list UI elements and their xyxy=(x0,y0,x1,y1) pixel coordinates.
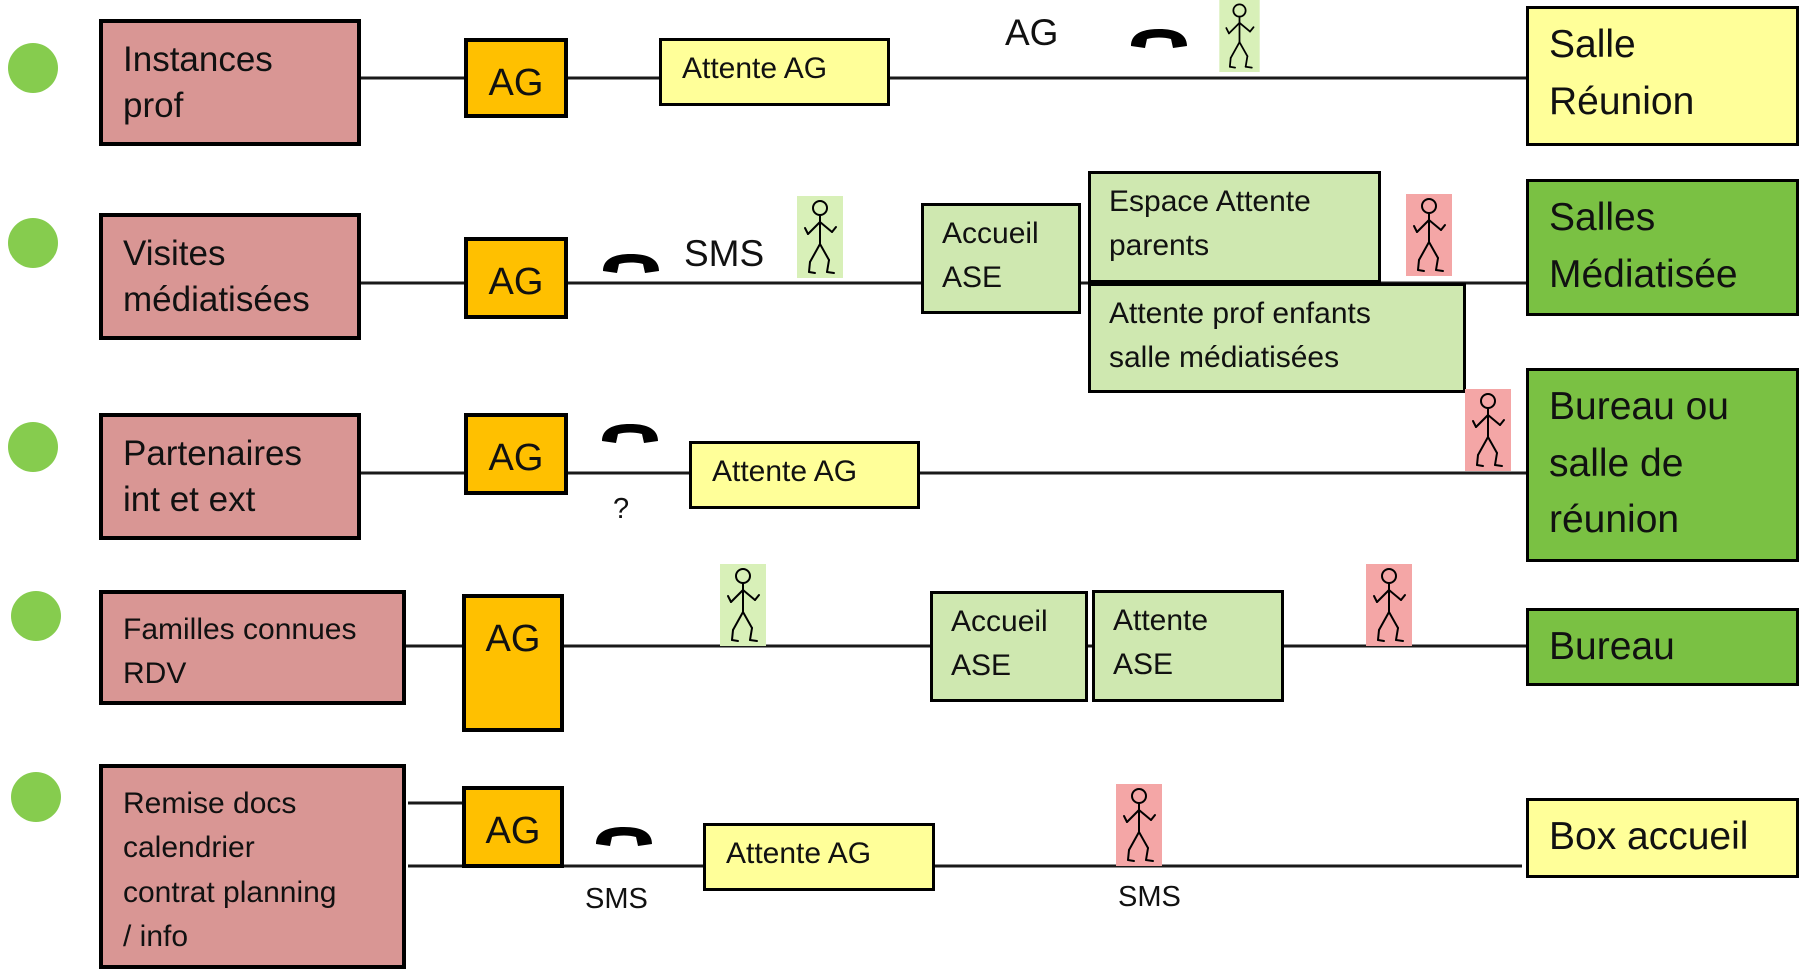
category-visites-mediatisees: Visites médiatisées xyxy=(99,213,361,340)
attente-prof-enfants: Attente prof enfants salle médiatisées xyxy=(1088,283,1466,393)
accueil-ase-row2: Accueil ASE xyxy=(921,203,1081,314)
phone-icon xyxy=(1131,29,1187,48)
wait-box-row5: Attente AG xyxy=(703,823,935,891)
person-icon-red xyxy=(1366,564,1412,646)
person-icon-green xyxy=(720,564,766,646)
attente-ase-row4: Attente ASE xyxy=(1092,590,1284,702)
category-instances-prof: Instances prof xyxy=(99,19,361,146)
phone-icon xyxy=(603,254,659,273)
bullet-dot-1 xyxy=(8,43,58,93)
row2-sms-label: SMS xyxy=(684,233,765,274)
destination-salles-mediatisee: Salles Médiatisée xyxy=(1526,179,1799,316)
row3-question-mark: ? xyxy=(613,493,630,525)
category-partenaires: Partenaires int et ext xyxy=(99,413,361,540)
ag-box-1: AG xyxy=(464,38,568,118)
accueil-ase-row4: Accueil ASE xyxy=(930,591,1088,702)
category-familles-connues: Familles connues RDV xyxy=(99,590,406,705)
ag-box-4: AG xyxy=(462,594,564,732)
person-icon-green xyxy=(797,196,843,278)
row1-ag-label: AG xyxy=(1005,12,1059,53)
person-icon-red xyxy=(1116,784,1162,866)
wait-box-row3: Attente AG xyxy=(689,441,920,509)
phone-icon xyxy=(602,424,658,443)
phone-icon xyxy=(596,827,652,846)
destination-box-accueil: Box accueil xyxy=(1526,798,1799,878)
bullet-dot-4 xyxy=(11,591,61,641)
bullet-dot-2 xyxy=(8,218,58,268)
ag-box-2: AG xyxy=(464,237,568,319)
bullet-dot-5 xyxy=(11,772,61,822)
espace-attente-parents: Espace Attente parents xyxy=(1088,171,1381,283)
ag-box-5: AG xyxy=(462,786,564,868)
category-remise-docs: Remise docs calendrier contrat planning … xyxy=(99,764,406,969)
row5-sms-right: SMS xyxy=(1118,881,1181,913)
destination-bureau-ou-salle: Bureau ou salle de réunion xyxy=(1526,368,1799,562)
destination-bureau: Bureau xyxy=(1526,608,1799,686)
ag-box-3: AG xyxy=(464,413,568,495)
person-icon-green xyxy=(1219,0,1260,72)
bullet-dot-3 xyxy=(8,422,58,472)
row5-sms-left: SMS xyxy=(585,883,648,915)
person-icon-red xyxy=(1465,389,1511,471)
person-icon-red xyxy=(1406,194,1452,276)
destination-salle-reunion: Salle Réunion xyxy=(1526,6,1799,146)
wait-box-row1: Attente AG xyxy=(659,38,890,106)
